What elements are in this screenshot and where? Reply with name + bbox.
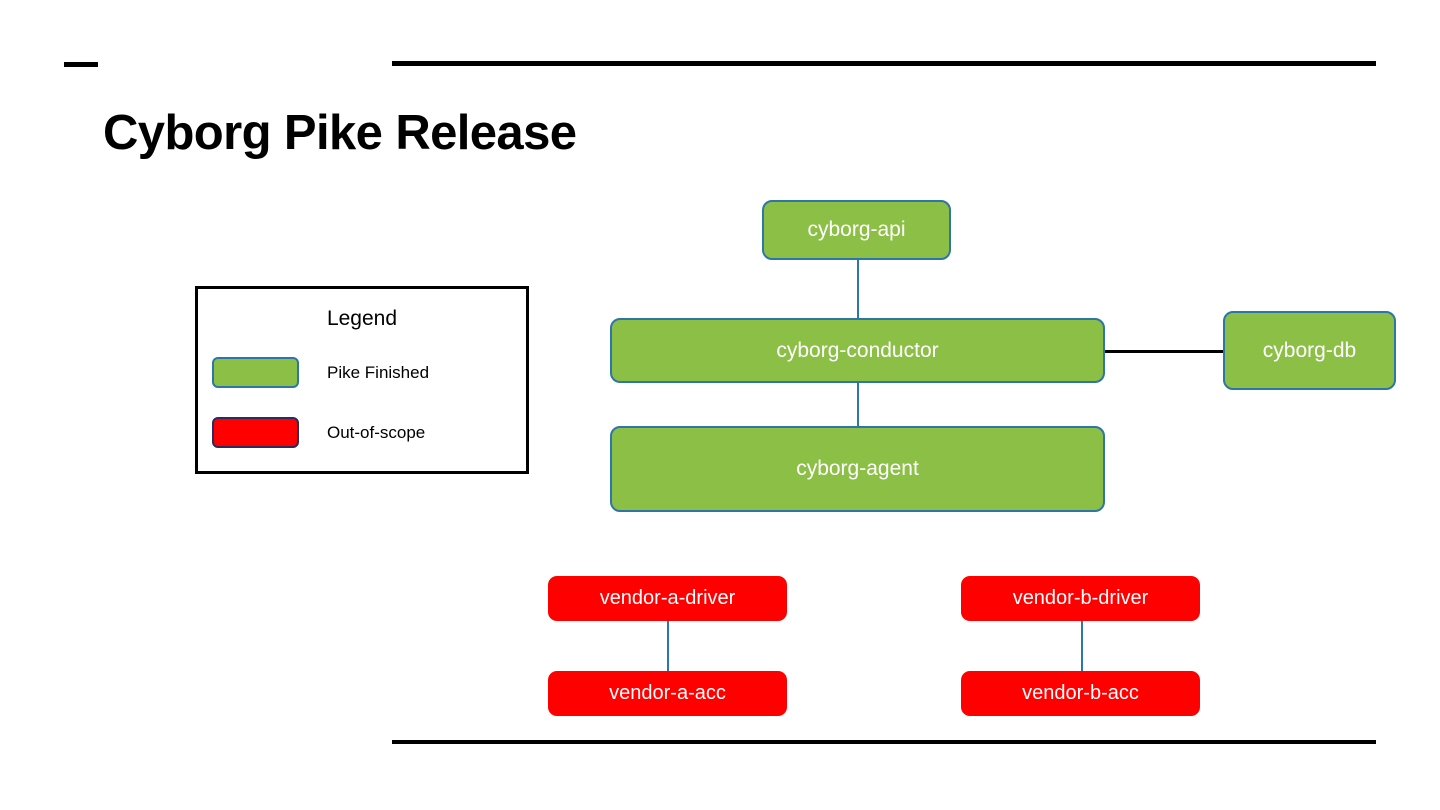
edge-vendor-b-driver-to-vendor-b-acc [1081, 620, 1083, 672]
legend-title: Legend [326, 307, 398, 330]
edge-vendor-a-driver-to-vendor-a-acc [667, 620, 669, 672]
node-label-cyborg-api: cyborg-api [807, 218, 906, 241]
node-label-vendor-b-acc: vendor-b-acc [1022, 682, 1139, 704]
header-dash-rule [64, 62, 98, 67]
node-vendor-a-acc[interactable]: vendor-a-acc [548, 671, 787, 716]
legend-label-out-of-scope: Out-of-scope [327, 422, 426, 442]
node-vendor-b-acc[interactable]: vendor-b-acc [961, 671, 1200, 716]
node-vendor-b-driver[interactable]: vendor-b-driver [961, 576, 1200, 621]
node-cyborg-db[interactable]: cyborg-db [1223, 311, 1396, 390]
legend-panel: Legend Pike Finished Out-of-scope [195, 286, 529, 474]
legend-item-pike-finished: Pike Finished [212, 357, 429, 388]
edge-cyborg-api-to-cyborg-conductor [857, 258, 859, 320]
node-label-vendor-a-driver: vendor-a-driver [599, 587, 736, 609]
edge-cyborg-conductor-to-cyborg-db [1103, 350, 1225, 353]
node-label-cyborg-agent: cyborg-agent [796, 457, 919, 480]
header-top-rule [392, 61, 1376, 66]
page-title: Cyborg Pike Release [103, 106, 577, 160]
node-label-cyborg-db: cyborg-db [1262, 338, 1357, 362]
legend-item-out-of-scope: Out-of-scope [212, 417, 425, 448]
legend-label-pike-finished: Pike Finished [327, 362, 430, 382]
node-label-vendor-b-driver: vendor-b-driver [1012, 587, 1149, 609]
footer-bottom-rule [392, 740, 1376, 744]
edge-cyborg-conductor-to-cyborg-agent [857, 380, 859, 428]
node-vendor-a-driver[interactable]: vendor-a-driver [548, 576, 787, 621]
node-cyborg-conductor[interactable]: cyborg-conductor [610, 318, 1105, 383]
node-label-cyborg-conductor: cyborg-conductor [776, 338, 939, 362]
legend-swatch-green-icon [212, 357, 299, 388]
node-label-vendor-a-acc: vendor-a-acc [609, 682, 726, 704]
node-cyborg-agent[interactable]: cyborg-agent [610, 426, 1105, 512]
node-cyborg-api[interactable]: cyborg-api [762, 200, 951, 260]
legend-swatch-red-icon [212, 417, 299, 448]
